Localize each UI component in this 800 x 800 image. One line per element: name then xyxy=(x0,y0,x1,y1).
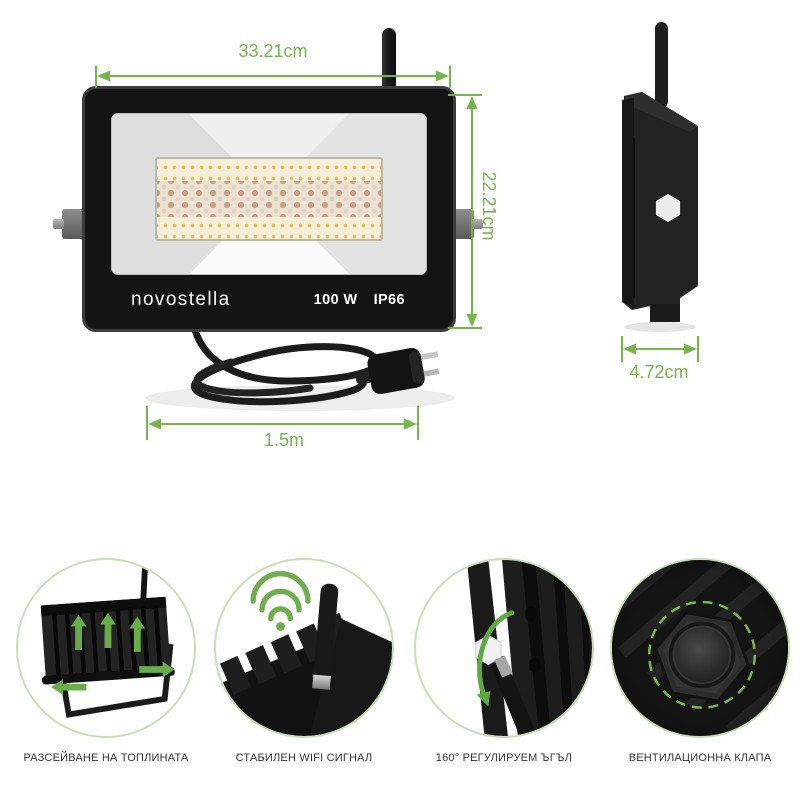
rotation-arrow xyxy=(476,610,515,707)
side-foot xyxy=(650,304,680,322)
side-body-top-bevel xyxy=(624,92,698,132)
depth-dimension-label: 4.72cm xyxy=(629,362,689,382)
brand-logo: novostella xyxy=(131,289,231,310)
feature-label-wifi-signal: СТАБИЛЕН WIFI СИГНАЛ xyxy=(235,752,373,764)
power-rating-label: 100 W IP66 xyxy=(314,292,405,308)
plug-prong-top xyxy=(420,351,439,360)
width-dimension xyxy=(95,66,451,88)
side-front-edge xyxy=(622,98,634,308)
ip-rating-label: IP66 xyxy=(373,292,405,308)
mount-pin-right xyxy=(472,219,483,229)
heat-dissipation-icon xyxy=(16,558,196,738)
heat-arrows xyxy=(51,612,175,695)
led-rows-top xyxy=(157,159,381,181)
depth-dimension xyxy=(621,336,699,362)
wifi-icon xyxy=(250,571,311,631)
led-panel xyxy=(155,157,383,241)
led-rows-bottom xyxy=(157,217,381,239)
antenna-closeup-illustration xyxy=(216,571,392,736)
ventilation-valve-icon xyxy=(610,558,790,738)
angle-closeup-illustration xyxy=(466,560,592,736)
cable-length-dimension xyxy=(146,406,419,440)
feature-adjustable-angle: 160° РЕГУЛИРУЕМ ЪГЪЛ xyxy=(414,558,594,764)
floodlight-side-view xyxy=(622,22,698,332)
feature-label-adjustable-angle: 160° РЕГУЛИРУЕМ ЪГЪЛ xyxy=(435,752,573,764)
feature-ventilation-valve: ВЕНТИЛАЦИОННА КЛАПА xyxy=(610,558,790,764)
cable-length-dimension-label: 1.5m xyxy=(263,430,305,450)
side-hex-knob xyxy=(655,194,681,222)
floodlight-front-view: novostella 100 W IP66 xyxy=(82,86,456,332)
feature-label-heat-dissipation: РАЗСЕЙВАНЕ НА ТОПЛИНАТА xyxy=(23,752,189,764)
feature-heat-dissipation: РАЗСЕЙВАНЕ НА ТОПЛИНАТА xyxy=(16,558,196,764)
plug-prong-bottom xyxy=(423,368,440,377)
side-view-shadow xyxy=(624,322,696,332)
feature-label-ventilation-valve: ВЕНТИЛАЦИОННА КЛАПА xyxy=(628,752,772,764)
cable-cord xyxy=(191,326,381,406)
reflector xyxy=(111,113,427,275)
rear-view-illustration xyxy=(40,561,175,718)
width-dimension-label: 33.21cm xyxy=(238,41,308,61)
side-antenna xyxy=(655,22,668,108)
valve-closeup-illustration xyxy=(612,560,788,736)
power-plug xyxy=(355,348,440,394)
feature-wifi-signal: СТАБИЛЕН WIFI СИГНАЛ xyxy=(214,558,394,764)
wattage-label: 100 W xyxy=(313,292,358,308)
wifi-antenna xyxy=(382,28,396,94)
height-dimension-label: 22.21cm xyxy=(479,171,499,241)
mount-pin-left xyxy=(53,219,64,229)
adjustable-angle-icon xyxy=(414,558,594,738)
wifi-signal-icon xyxy=(214,558,394,738)
height-dimension xyxy=(448,94,482,329)
cable-cord-inner xyxy=(193,358,314,397)
led-rows-middle xyxy=(157,181,381,217)
